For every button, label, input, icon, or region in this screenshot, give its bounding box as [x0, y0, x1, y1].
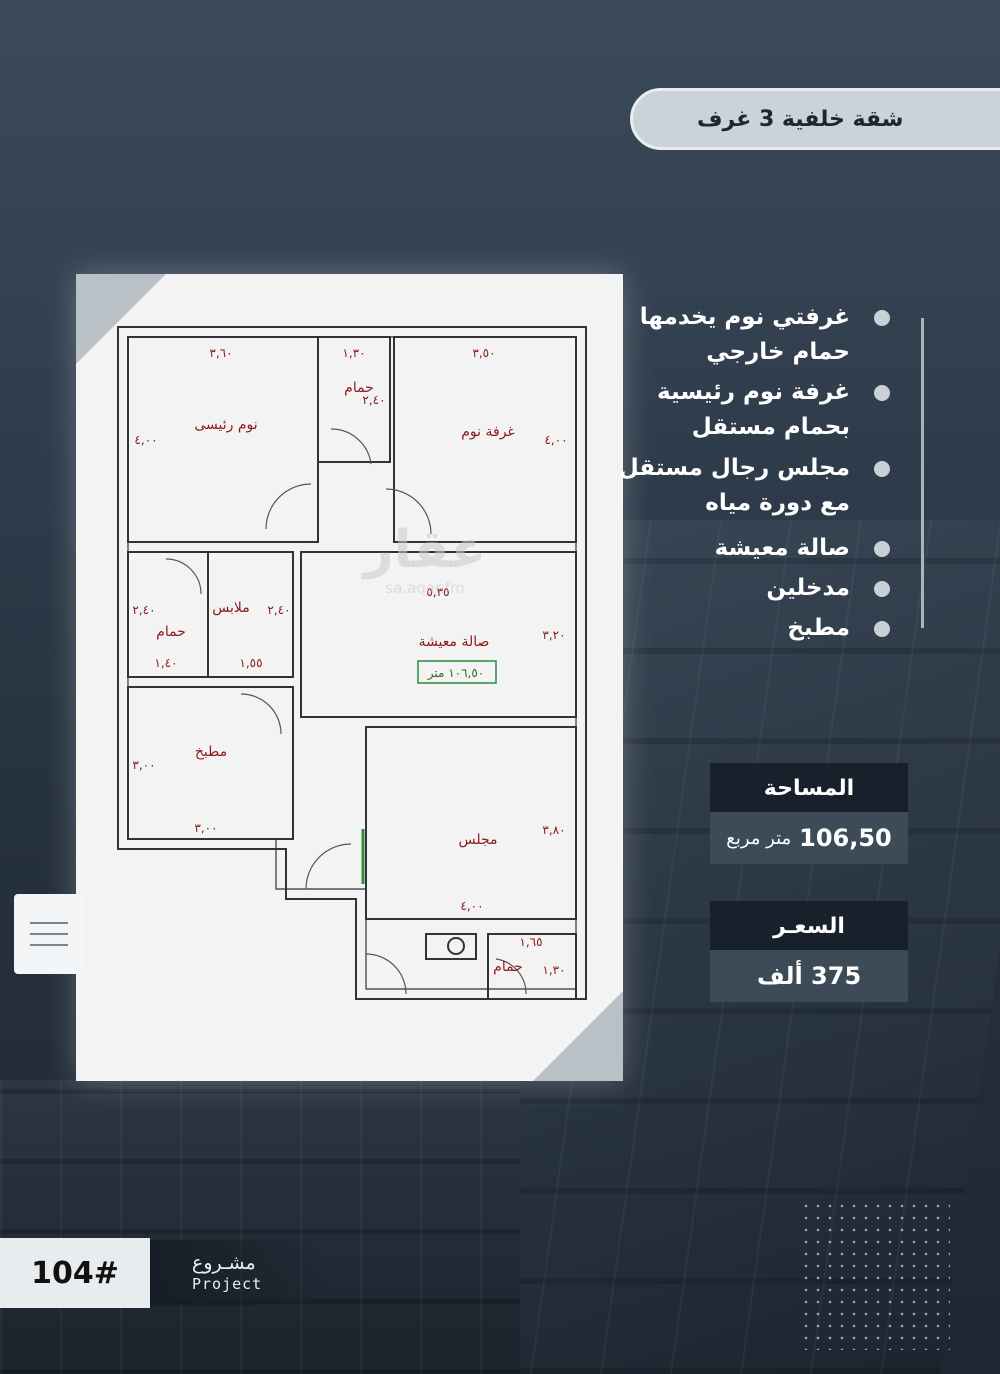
menu-icon-bar — [30, 922, 68, 924]
door-arc — [305, 843, 352, 890]
title-banner: شقة خلفية 3 غرف — [630, 88, 1000, 150]
feature-text: غرفة نوم رئيسية — [657, 379, 850, 405]
feature-text: بحمام مستقل — [691, 414, 850, 440]
living-hall-wall — [300, 551, 577, 718]
dimension-label: ٤,٠٠ — [544, 433, 567, 447]
decorative-dots — [800, 1200, 950, 1350]
watermark: عقار sa.aqar.fm — [345, 520, 505, 596]
dimension-label: ٣,٥٠ — [472, 346, 495, 360]
bullet-dot — [874, 581, 890, 597]
watermark-logo: عقار — [363, 520, 487, 580]
room-label-majlis: مجلس — [458, 832, 497, 848]
dimension-label: ٤,٠٠ — [460, 899, 483, 913]
feature-text: مطبخ — [787, 615, 850, 641]
project-label: مشـروع Project — [150, 1240, 330, 1306]
dimension-label: ٣,٨٠ — [542, 823, 565, 837]
bullet-dot — [874, 310, 890, 326]
price-value-box: 375 ألف — [710, 950, 908, 1002]
dimension-label: ١,٣٠ — [342, 346, 365, 360]
watermark-site: sa.aqar.fm — [385, 579, 465, 597]
room-label-living-hall: صالة معيشة — [419, 634, 490, 650]
feature-item: غرفتي نوم يخدمها حمام خارجي — [600, 300, 900, 370]
feature-item: مدخلين — [600, 571, 900, 606]
dimension-label: ١,٦٥ — [519, 935, 542, 949]
dimension-label: ٣,٠٠ — [194, 821, 217, 835]
bath-top-wall — [317, 336, 391, 463]
feature-line — [921, 318, 924, 628]
room-label-bath-bottom: حمام — [493, 959, 523, 975]
project-label-ar: مشـروع — [192, 1252, 256, 1274]
feature-item: مجلس رجال مستقل مع دورة مياه — [600, 451, 900, 521]
card-corner-accent — [76, 274, 166, 364]
bedroom-wall — [393, 336, 577, 543]
door-arc — [265, 483, 312, 530]
dimension-label: ٤,٠٠ — [134, 433, 157, 447]
dressing-wall — [207, 551, 294, 678]
room-label-bath-left: حمام — [156, 624, 186, 640]
dimension-label: ٣,٠٠ — [132, 758, 155, 772]
menu-icon-bar — [30, 933, 68, 935]
majlis-wall — [365, 726, 577, 920]
feature-item: غرفة نوم رئيسية بحمام مستقل — [600, 375, 900, 445]
feature-item: مطبخ — [600, 611, 900, 646]
feature-text: مدخلين — [766, 575, 850, 601]
menu-button[interactable] — [14, 894, 84, 974]
dimension-label: ٢,٤٠ — [267, 603, 290, 617]
dimension-label: ١,٣٠ — [542, 963, 565, 977]
dimension-label: ٣,٦٠ — [209, 346, 232, 360]
door-arc — [240, 693, 282, 735]
room-label-dressing: ملابس — [212, 600, 250, 616]
outer-wall — [117, 326, 587, 1000]
bath-bottom-wall — [487, 933, 577, 1000]
dimension-label: ٥,٣٥ — [426, 585, 449, 599]
room-label-kitchen: مطبخ — [195, 744, 227, 760]
door-arc — [385, 488, 432, 535]
floor-plan-diagram: نوم رئيسى حمام غرفة نوم ملابس حمام صالة … — [117, 326, 587, 1000]
feature-item: صالة معيشة — [600, 531, 900, 566]
feature-text: غرفتي نوم يخدمها — [639, 304, 850, 330]
dimension-label: ٣,٢٠ — [542, 628, 565, 642]
area-unit: متر مربع — [726, 827, 792, 849]
fixture-box — [425, 933, 477, 960]
kitchen-wall — [127, 686, 294, 840]
page-title: شقة خلفية 3 غرف — [697, 106, 904, 132]
floor-plan-card: نوم رئيسى حمام غرفة نوم ملابس حمام صالة … — [76, 274, 623, 1081]
bullet-dot — [874, 541, 890, 557]
project-number: 104# — [0, 1238, 150, 1308]
toilet-fixture — [447, 937, 465, 955]
price-label: السعـر — [710, 901, 908, 951]
bullet-dot — [874, 621, 890, 637]
feature-text: مجلس رجال مستقل — [618, 455, 850, 481]
door-arc — [330, 428, 372, 465]
menu-icon-bar — [30, 944, 68, 946]
dimension-label: ٢,٤٠ — [132, 603, 155, 617]
dimension-label: ١,٤٠ — [154, 656, 177, 670]
area-box — [417, 660, 497, 684]
door-arc — [495, 958, 527, 995]
bullet-dot — [874, 461, 890, 477]
background-building-lower — [0, 1080, 520, 1374]
dimension-label: ١,٥٥ — [239, 656, 262, 670]
price-value: 375 ألف — [756, 962, 862, 990]
feature-text: صالة معيشة — [714, 535, 850, 561]
dimension-label: ٢,٤٠ — [362, 393, 385, 407]
project-label-en: Project — [192, 1275, 263, 1293]
living-area-label: ١٠٦,٥٠ متر — [427, 666, 485, 681]
bullet-dot — [874, 385, 890, 401]
area-value: 106,50 — [799, 824, 892, 852]
feature-text: حمام خارجي — [706, 339, 850, 365]
door-arc — [365, 953, 407, 995]
room-label-master-bedroom: نوم رئيسى — [194, 417, 257, 433]
area-value-box: 106,50 متر مربع — [710, 812, 908, 864]
card-corner-accent — [533, 991, 623, 1081]
door-arc — [165, 558, 202, 595]
feature-text: مع دورة مياه — [705, 490, 850, 516]
room-label-bedroom: غرفة نوم — [461, 424, 515, 440]
area-label: المساحة — [710, 763, 908, 813]
room-label-bath-top: حمام — [344, 380, 374, 396]
